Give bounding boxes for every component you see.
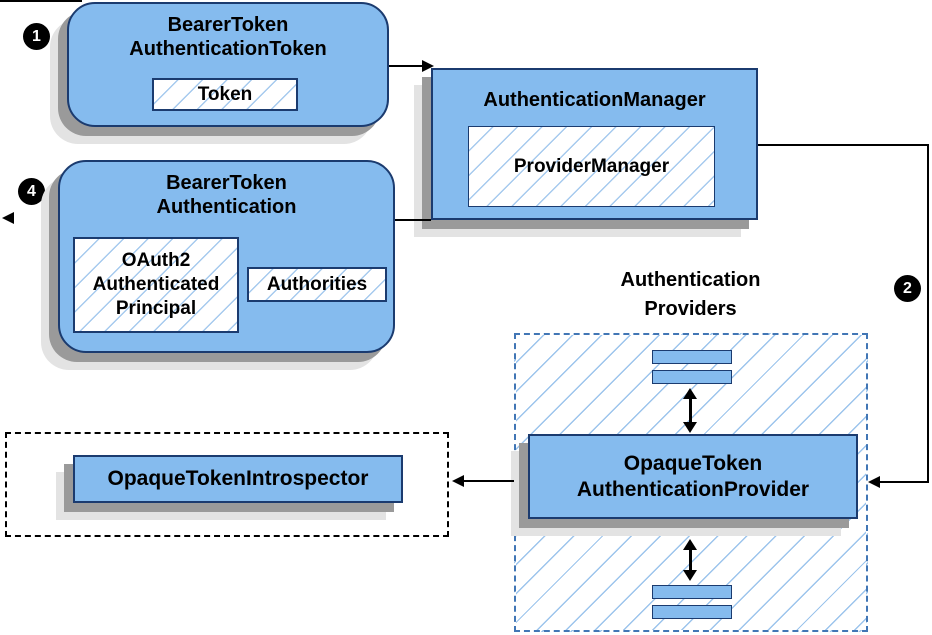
authentication-providers-heading: Authentication Providers [588, 266, 793, 324]
flow-line-into-provider [880, 481, 929, 483]
step-badge-1: 1 [23, 23, 50, 50]
token-label: Token [197, 83, 253, 105]
flow-line-manager-exit [758, 144, 929, 146]
principal-line2: Authenticated [92, 274, 220, 295]
double-arrow-icon [683, 539, 697, 581]
node-title-line1: OpaqueToken [623, 451, 763, 475]
step-badge-2: 2 [894, 275, 921, 302]
provider-placeholder-bar [652, 585, 732, 599]
inner-box-authorities: Authorities [247, 267, 387, 302]
heading-line1: Authentication [620, 269, 761, 291]
step-number: 4 [27, 182, 36, 200]
node-title-line2: Authentication [156, 196, 297, 218]
principal-line1: OAuth2 [121, 250, 191, 271]
node-title-line2: AuthenticationToken [129, 38, 327, 60]
arrowhead-into-authentication-manager [422, 60, 434, 72]
step-number: 2 [903, 279, 912, 297]
inner-box-oauth2-authenticated-principal: OAuth2 Authenticated Principal [73, 237, 239, 333]
principal-line3: Principal [115, 298, 197, 319]
arrow-down-tip [683, 570, 697, 581]
inner-box-token: Token [152, 78, 298, 111]
flow-line-authentication-out [12, 0, 72, 2]
node-title: BearerToken Authentication [60, 162, 393, 219]
node-title: AuthenticationManager [483, 89, 706, 111]
arrow-shaft [688, 399, 692, 422]
node-title: OpaqueTokenIntrospector [107, 467, 369, 490]
authorities-label: Authorities [266, 273, 368, 295]
node-bearer-token-authentication-token: BearerToken AuthenticationToken Token [67, 2, 389, 127]
flow-line-right-vertical [927, 144, 929, 483]
arrow-up-tip [683, 539, 697, 550]
node-title-line1: BearerToken [167, 14, 289, 36]
node-opaque-token-authentication-provider: OpaqueToken AuthenticationProvider [528, 434, 858, 519]
node-title-line2: AuthenticationProvider [576, 477, 810, 501]
double-arrow-icon [683, 388, 697, 433]
flow-line-manager-to-authentication [395, 219, 431, 221]
step-badge-4: 4 [18, 178, 45, 205]
provider-placeholder-bar [652, 605, 732, 619]
arrowhead-into-introspector [452, 475, 464, 487]
provider-manager-label: ProviderManager [513, 155, 670, 177]
arrowhead-into-provider [868, 476, 880, 488]
authentication-providers-container: OpaqueToken AuthenticationProvider [514, 333, 868, 632]
inner-box-provider-manager: ProviderManager [468, 126, 715, 207]
flow-line-token-to-manager [389, 65, 423, 67]
arrow-shaft [688, 550, 692, 570]
step-number: 1 [32, 27, 41, 45]
arrowhead-authentication-out [2, 212, 14, 224]
node-opaque-token-introspector: OpaqueTokenIntrospector [73, 455, 403, 503]
node-title: BearerToken AuthenticationToken [69, 4, 387, 61]
node-bearer-token-authentication: BearerToken Authentication OAuth2 Authen… [58, 160, 395, 353]
node-title-line1: BearerToken [166, 172, 287, 194]
provider-placeholder-bar [652, 370, 732, 384]
flow-line-provider-to-introspector [464, 480, 514, 482]
provider-placeholder-bar [652, 350, 732, 364]
arrow-up-tip [683, 388, 697, 399]
arrow-down-tip [683, 422, 697, 433]
heading-line2: Providers [644, 298, 737, 320]
node-authentication-manager: AuthenticationManager ProviderManager [431, 68, 758, 220]
